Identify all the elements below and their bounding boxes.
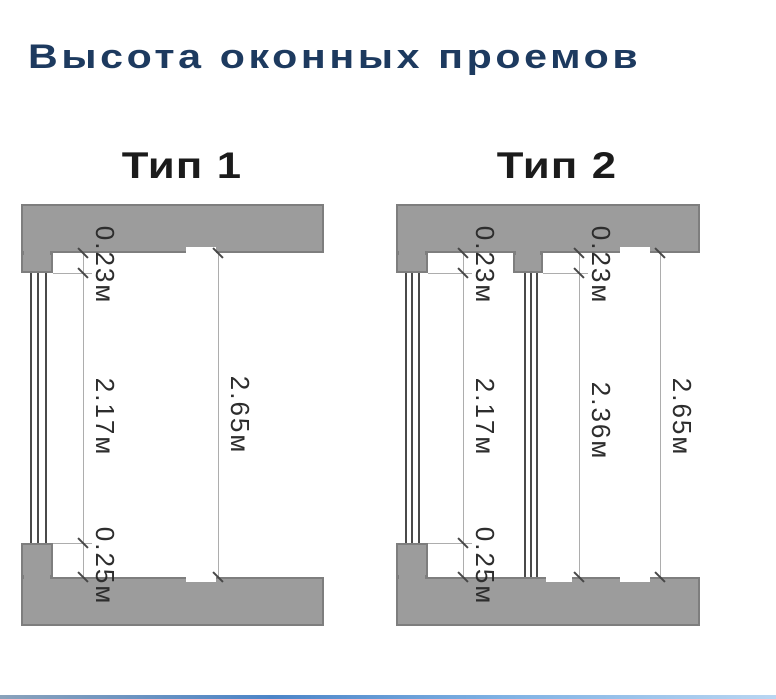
type2-slab-edge-break (620, 247, 650, 253)
type2-masonry-joint-patch (399, 250, 425, 256)
type2-sill-height-label: 0.25м (470, 526, 500, 606)
type2-top-slab (396, 204, 700, 253)
type1-window-glazing-line (37, 273, 39, 543)
type1-sill-height-label: 0.25м (90, 526, 120, 606)
type2-slab-edge-break (620, 576, 650, 582)
type1-window-dimension-line (83, 253, 84, 577)
type1-extension-line (53, 273, 92, 274)
type2-top-left-quarter-block (396, 253, 428, 273)
type1-slab-edge-break (186, 576, 216, 582)
type2-total-height-label: 2.65м (667, 377, 697, 457)
type2-left-window-glazing-line (418, 273, 420, 543)
type1-window-height-label: 2.17м (90, 377, 120, 457)
type1-top-left-quarter-block (21, 253, 53, 273)
type2-right-window-dimension-line (579, 253, 580, 577)
type1-window-glazing-line (30, 273, 32, 543)
type1-window-glazing-line (45, 273, 47, 543)
type1-heading: Тип 1 (121, 145, 243, 186)
type2-total-dimension-line (660, 253, 661, 577)
type2-right-window-glazing-line (524, 273, 526, 577)
type2-masonry-joint-patch (399, 574, 425, 580)
type2-sill-block (396, 543, 428, 577)
type2-right-window-glazing-line (530, 273, 532, 577)
bottom-accent-strip (0, 695, 776, 699)
type1-masonry-joint-patch (24, 250, 50, 256)
type2-heading: Тип 2 (496, 145, 618, 186)
type2-left-window-height-label: 2.17м (470, 377, 500, 457)
type1-top-slab (21, 204, 324, 253)
type2-slab-edge-break (546, 576, 572, 582)
type2-extension-line (428, 273, 472, 274)
type2-right-window-height-label: 2.36м (586, 381, 616, 461)
type2-left-window-glazing-line (405, 273, 407, 543)
type1-total-height-label: 2.65м (225, 375, 255, 455)
type2-quarter-top-left-label: 0.23м (470, 225, 500, 305)
type2-quarter-top-right-label: 0.23м (586, 225, 616, 305)
type2-left-window-dimension-line (463, 253, 464, 577)
type2-right-window-glazing-line (536, 273, 538, 577)
type2-extension-line (543, 273, 588, 274)
type1-masonry-joint-patch (24, 574, 50, 580)
type2-bottom-slab (396, 577, 700, 626)
type2-middle-pier-block (513, 253, 543, 273)
type2-left-window-glazing-line (411, 273, 413, 543)
page-title: Высота оконных проемов (28, 38, 642, 76)
type1-extension-line (53, 543, 92, 544)
type2-extension-line (428, 543, 472, 544)
type1-bottom-slab (21, 577, 324, 626)
type1-total-dimension-line (218, 253, 219, 577)
type1-sill-block (21, 543, 53, 577)
type1-slab-edge-break (186, 247, 216, 253)
type2-masonry-joint-patch (516, 250, 540, 256)
type1-quarter-top-label: 0.23м (90, 225, 120, 305)
